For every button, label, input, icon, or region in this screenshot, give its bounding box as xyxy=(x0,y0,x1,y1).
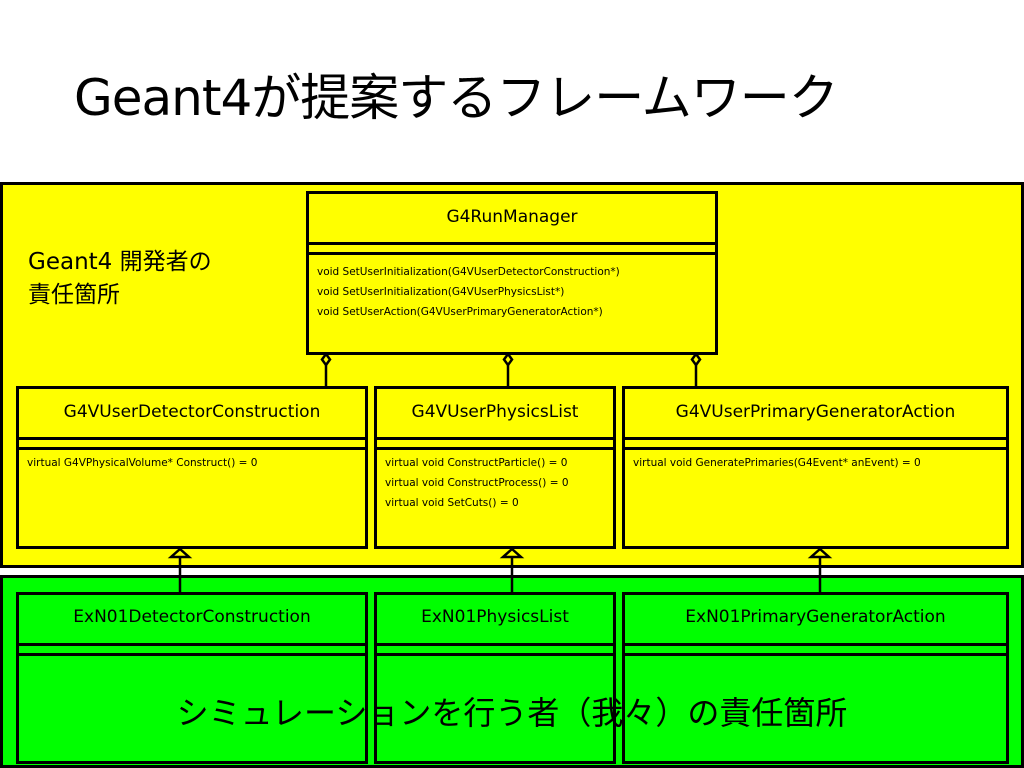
method-item: virtual void ConstructProcess() = 0 xyxy=(385,477,569,489)
class-separator xyxy=(625,447,1006,450)
class-name: G4VUserDetectorConstruction xyxy=(63,402,321,422)
class-name: ExN01DetectorConstruction xyxy=(73,607,311,627)
class-separator xyxy=(309,242,715,245)
class-box-physics-list: G4VUserPhysicsList virtual void Construc… xyxy=(374,386,616,549)
class-separator xyxy=(19,653,365,656)
method-item: virtual G4VPhysicalVolume* Construct() =… xyxy=(27,457,258,469)
aggregation-diamond-icon xyxy=(690,351,702,368)
class-separator xyxy=(625,643,1006,646)
class-name: G4RunManager xyxy=(446,207,578,227)
method-list: virtual G4VPhysicalVolume* Construct() =… xyxy=(27,453,361,473)
aggregation-diamond-icon xyxy=(320,351,332,368)
class-separator xyxy=(309,252,715,255)
method-item: virtual void ConstructParticle() = 0 xyxy=(385,457,568,469)
class-separator xyxy=(19,447,365,450)
class-separator xyxy=(377,643,613,646)
class-box-exn01-physics-list: ExN01PhysicsList xyxy=(374,592,616,764)
class-box-exn01-primary-generator-action: ExN01PrimaryGeneratorAction xyxy=(622,592,1009,764)
user-region-label: シミュレーションを行う者（我々）の責任箇所 xyxy=(176,694,848,732)
class-name: G4VUserPrimaryGeneratorAction xyxy=(675,402,956,422)
aggregation-diamond-icon xyxy=(502,351,514,368)
method-list: virtual void GeneratePrimaries(G4Event* … xyxy=(633,453,1002,473)
class-name: ExN01PhysicsList xyxy=(421,607,569,627)
class-name: G4VUserPhysicsList xyxy=(411,402,579,422)
class-name: ExN01PrimaryGeneratorAction xyxy=(685,607,946,627)
class-separator xyxy=(19,643,365,646)
class-separator xyxy=(377,653,613,656)
method-list: virtual void ConstructParticle() = 0 vir… xyxy=(385,453,609,513)
class-separator xyxy=(377,447,613,450)
class-box-primary-generator-action: G4VUserPrimaryGeneratorAction virtual vo… xyxy=(622,386,1009,549)
class-box-detector-construction: G4VUserDetectorConstruction virtual G4VP… xyxy=(16,386,368,549)
developer-label-line2: 責任箇所 xyxy=(28,282,120,308)
class-separator xyxy=(377,437,613,440)
class-box-exn01-detector-construction: ExN01DetectorConstruction xyxy=(16,592,368,764)
inheritance-triangle-icon xyxy=(499,547,525,559)
method-item: void SetUserAction(G4VUserPrimaryGenerat… xyxy=(317,306,603,318)
class-separator xyxy=(19,437,365,440)
method-item: virtual void GeneratePrimaries(G4Event* … xyxy=(633,457,921,469)
method-item: void SetUserInitialization(G4VUserPhysic… xyxy=(317,286,565,298)
method-item: virtual void SetCuts() = 0 xyxy=(385,497,519,509)
inheritance-triangle-icon xyxy=(167,547,193,559)
developer-region-label: Geant4 開発者の 責任箇所 xyxy=(28,246,212,312)
inheritance-triangle-icon xyxy=(807,547,833,559)
method-item: void SetUserInitialization(G4VUserDetect… xyxy=(317,266,620,278)
class-separator xyxy=(625,653,1006,656)
class-box-run-manager: G4RunManager void SetUserInitialization(… xyxy=(306,191,718,355)
class-separator xyxy=(625,437,1006,440)
page-title: Geant4が提案するフレームワーク xyxy=(74,69,839,127)
method-list: void SetUserInitialization(G4VUserDetect… xyxy=(317,262,711,322)
developer-label-line1: Geant4 開発者の xyxy=(28,249,212,275)
